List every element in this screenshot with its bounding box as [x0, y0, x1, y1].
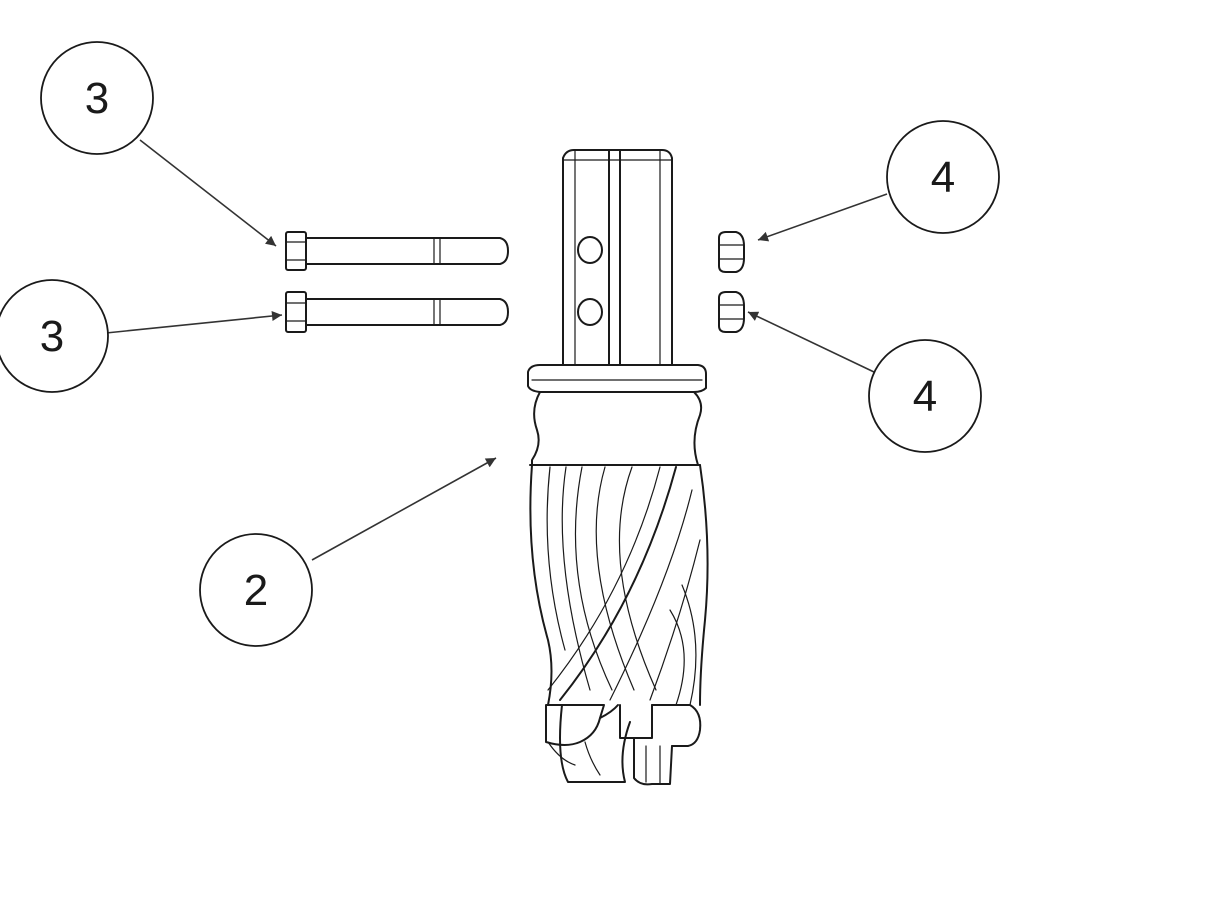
collar	[527, 364, 707, 393]
leader-line-nut-upper	[757, 193, 888, 242]
leader-line-bolt-lower	[105, 311, 283, 334]
cutting-tip	[545, 704, 702, 786]
callout-balloon-nut-lower: 4	[868, 339, 982, 453]
callout-number: 4	[931, 153, 955, 202]
leader-line-auger-tooth	[311, 457, 497, 561]
auger-tooth-part	[527, 149, 709, 786]
callout-balloon-auger-tooth: 2	[199, 533, 313, 647]
callout-balloon-bolt-lower: 3	[0, 279, 109, 393]
callout-number: 3	[85, 74, 109, 123]
shank	[562, 149, 673, 366]
hex-bolt-upper	[285, 231, 509, 271]
spiral-flutes	[529, 464, 709, 706]
callout-balloon-nut-upper: 4	[886, 120, 1000, 234]
lock-nut-lower	[718, 291, 745, 333]
hex-bolt-lower	[285, 291, 509, 333]
bolt-hole-lower	[577, 298, 603, 326]
callout-number: 4	[913, 372, 937, 421]
body-upper	[529, 391, 703, 466]
bolt-hole-upper	[577, 236, 603, 264]
lock-nut-upper	[718, 231, 745, 273]
leader-line-nut-lower	[747, 311, 875, 373]
leader-line-bolt-upper	[139, 139, 277, 247]
callout-number: 2	[244, 566, 268, 615]
callout-number: 3	[40, 312, 64, 361]
callout-balloon-bolt-upper: 3	[40, 41, 154, 155]
